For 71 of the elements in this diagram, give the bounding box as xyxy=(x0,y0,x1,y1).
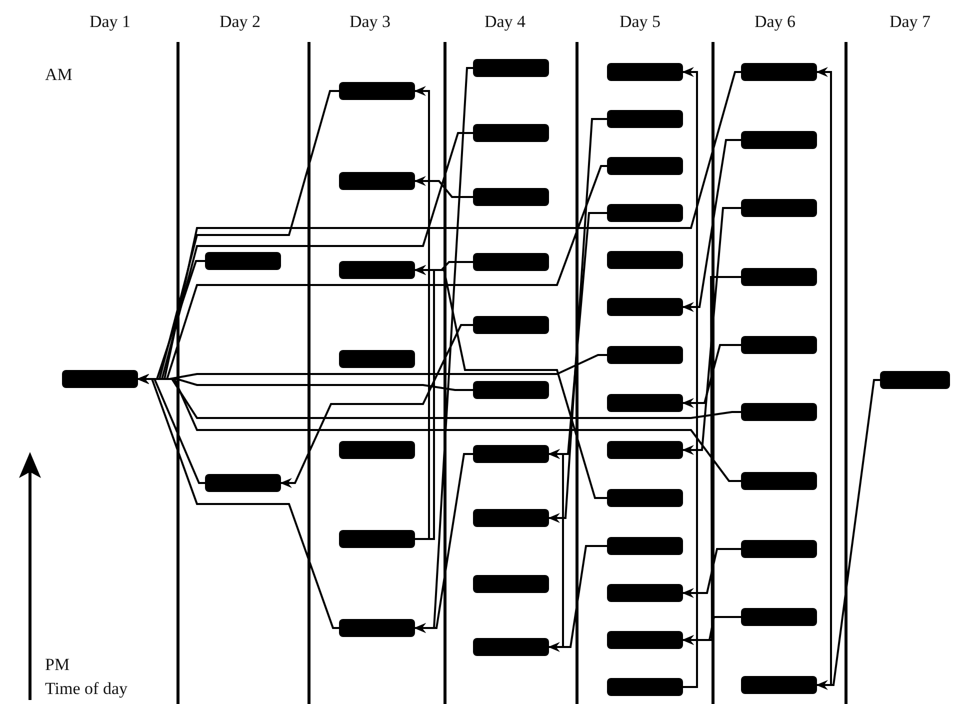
column-heading: Day 6 xyxy=(754,12,796,32)
time-bar xyxy=(205,252,281,270)
time-bar xyxy=(62,370,138,388)
arrow xyxy=(414,86,430,540)
time-bar xyxy=(741,131,817,149)
time-bar xyxy=(473,381,549,399)
time-bar xyxy=(741,63,817,81)
arrow xyxy=(682,207,741,455)
time-bar xyxy=(880,371,950,389)
axis-label: Time of day xyxy=(45,679,128,699)
time-bar xyxy=(473,575,549,593)
time-bar xyxy=(339,619,415,637)
arrow xyxy=(682,139,741,312)
time-bar xyxy=(473,124,549,142)
time-bar xyxy=(473,59,549,77)
arrow xyxy=(414,176,473,198)
arrow xyxy=(548,545,607,652)
time-bar xyxy=(741,199,817,217)
time-bar xyxy=(473,316,549,334)
time-bar xyxy=(607,631,683,649)
time-bar xyxy=(741,608,817,626)
axis-label: PM xyxy=(45,655,70,675)
time-bar xyxy=(339,172,415,190)
time-bar xyxy=(607,394,683,412)
time-bar xyxy=(339,350,415,368)
time-bar xyxy=(741,540,817,558)
time-bar xyxy=(607,298,683,316)
time-bar xyxy=(473,638,549,656)
column-heading: Day 3 xyxy=(349,12,391,32)
column-heading: Day 4 xyxy=(484,12,526,32)
arrow xyxy=(682,548,741,598)
time-bar xyxy=(205,474,281,492)
arrow xyxy=(414,265,607,499)
time-bar xyxy=(473,445,549,463)
time-bar xyxy=(607,110,683,128)
time-bar xyxy=(339,530,415,548)
time-bar xyxy=(607,584,683,602)
time-bar xyxy=(741,336,817,354)
time-bar xyxy=(339,441,415,459)
time-bar xyxy=(607,346,683,364)
time-bar xyxy=(473,509,549,527)
time-bar xyxy=(607,678,683,696)
time-bar xyxy=(741,676,817,694)
arrow xyxy=(682,344,741,408)
time-bar xyxy=(607,204,683,222)
arrow xyxy=(816,379,880,690)
time-bar xyxy=(741,472,817,490)
time-bar xyxy=(741,268,817,286)
time-bar xyxy=(473,253,549,271)
column-heading: Day 5 xyxy=(619,12,661,32)
arrow xyxy=(280,324,473,488)
arrow xyxy=(816,67,832,686)
column-heading: Day 7 xyxy=(889,12,931,32)
time-bar xyxy=(473,188,549,206)
time-bar xyxy=(607,441,683,459)
time-bar xyxy=(607,157,683,175)
arrow xyxy=(682,276,741,645)
arrow xyxy=(548,118,607,523)
time-bar xyxy=(741,403,817,421)
time-bar xyxy=(607,489,683,507)
arrow xyxy=(548,212,607,459)
time-bar xyxy=(339,82,415,100)
column-heading: Day 1 xyxy=(89,12,131,32)
time-bar xyxy=(607,251,683,269)
arrow xyxy=(414,453,473,633)
time-bar xyxy=(339,261,415,279)
time-bar xyxy=(607,63,683,81)
axis-label: AM xyxy=(45,65,72,85)
arrow xyxy=(682,67,698,688)
column-heading: Day 2 xyxy=(219,12,261,32)
time-bar xyxy=(607,537,683,555)
